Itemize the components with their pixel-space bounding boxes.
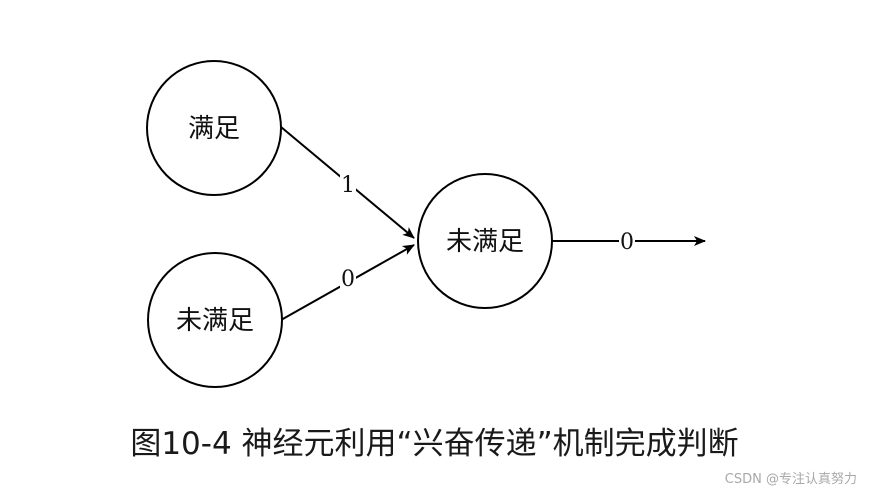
node-input-satisfied: 满足 xyxy=(146,60,282,196)
node-label-output-unsatisfied: 未满足 xyxy=(446,227,524,257)
node-input-unsatisfied: 未满足 xyxy=(147,252,283,388)
figure-caption: 图10-4 神经元利用“兴奋传递”机制完成判断 xyxy=(130,426,739,462)
edge-label-output: 0 xyxy=(620,230,634,255)
node-output-unsatisfied: 未满足 xyxy=(417,173,553,309)
node-label-input-satisfied: 满足 xyxy=(188,114,240,144)
watermark: CSDN @专注认真努力 xyxy=(724,472,857,487)
edge-label-in2: 0 xyxy=(341,267,355,292)
edge-label-in1: 1 xyxy=(341,173,355,198)
node-label-input-unsatisfied: 未满足 xyxy=(176,306,254,336)
